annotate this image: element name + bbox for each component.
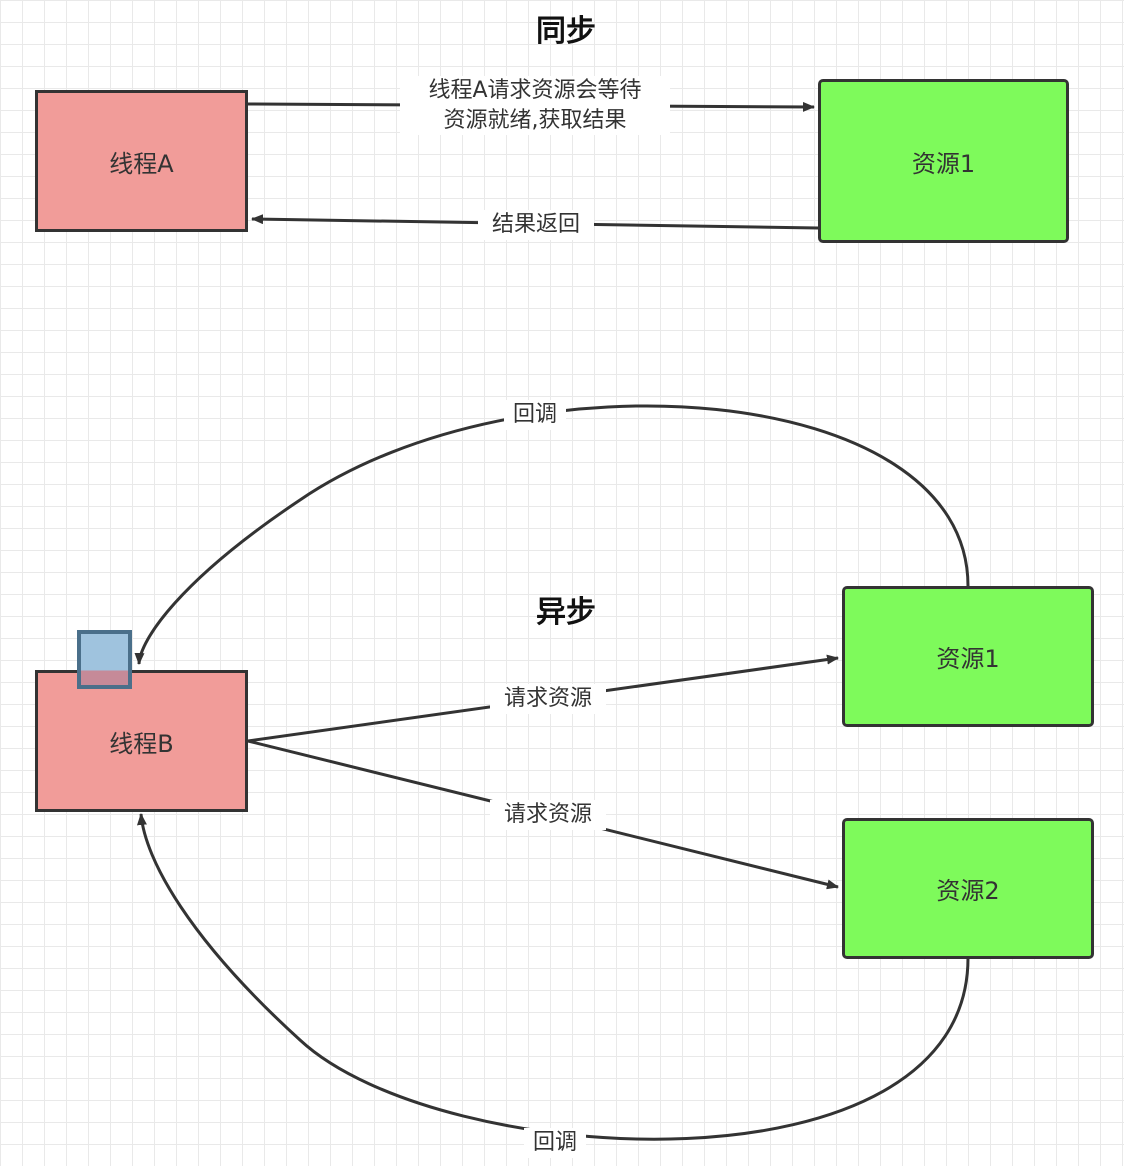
sync-title: 同步 (536, 14, 596, 49)
sync-resource1-node[interactable]: 资源1 (818, 79, 1069, 243)
async-title: 异步 (536, 595, 596, 630)
sync-resource1-label: 资源1 (911, 149, 976, 178)
sync-request-label: 线程A请求资源会等待 资源就绪,获取结果 (400, 76, 670, 136)
async-request2-label: 请求资源 (490, 800, 606, 830)
thread-a-label: 线程A (109, 149, 174, 178)
async-callback1-label: 回调 (504, 400, 566, 430)
async-callback2-arrow (136, 813, 970, 1141)
thread-a-node[interactable]: 线程A (35, 90, 248, 232)
selection-handle[interactable] (77, 630, 132, 689)
async-callback1-arrow (134, 404, 970, 665)
async-callback2-label: 回调 (524, 1128, 586, 1158)
async-resource1-label: 资源1 (936, 645, 1000, 673)
async-resource2-node[interactable]: 资源2 (842, 818, 1094, 959)
async-resource1-node[interactable]: 资源1 (842, 586, 1094, 727)
thread-b-node[interactable]: 线程B (35, 670, 248, 812)
thread-b-label: 线程B (109, 729, 174, 758)
sync-return-label: 结果返回 (478, 210, 594, 240)
async-resource2-label: 资源2 (936, 877, 1000, 905)
async-request1-label: 请求资源 (490, 684, 606, 714)
